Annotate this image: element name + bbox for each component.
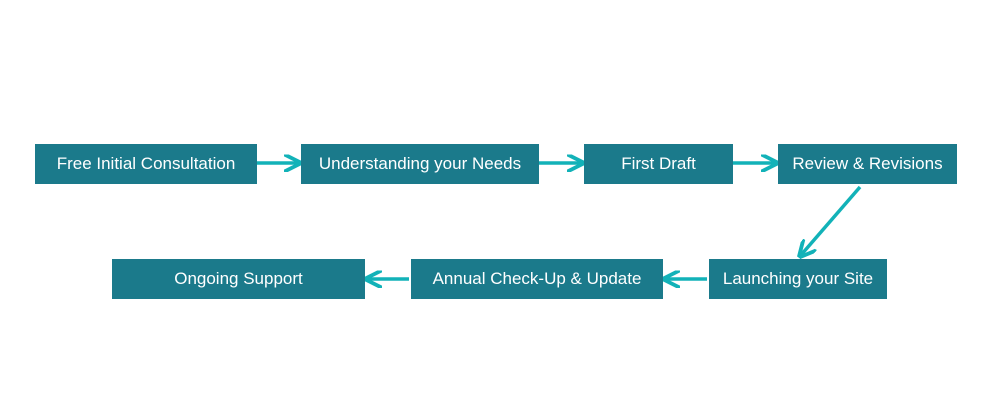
- step-label: Launching your Site: [722, 269, 874, 288]
- step-launching-your-site: Launching your Site: [709, 259, 887, 299]
- step-label: Annual Check-Up & Update: [432, 269, 642, 288]
- step-label: Review & Revisions: [792, 154, 943, 173]
- step-annual-check-up-and-update: Annual Check-Up & Update: [411, 259, 663, 299]
- step-label: Understanding your Needs: [318, 154, 522, 173]
- step-free-initial-consultation: Free Initial Consultation: [35, 144, 257, 184]
- arrow-review-to-launching: [801, 185, 862, 255]
- step-label: Free Initial Consultation: [56, 154, 236, 173]
- step-understanding-your-needs: Understanding your Needs: [301, 144, 539, 184]
- step-first-draft: First Draft: [584, 144, 733, 184]
- step-review-and-revisions: Review & Revisions: [778, 144, 957, 184]
- step-label: Ongoing Support: [174, 269, 303, 288]
- step-ongoing-support: Ongoing Support: [112, 259, 365, 299]
- step-label: First Draft: [621, 154, 696, 173]
